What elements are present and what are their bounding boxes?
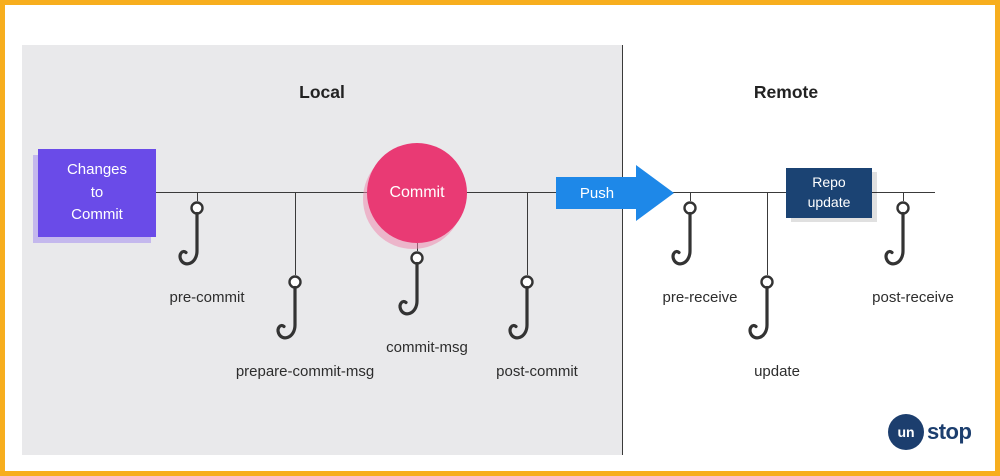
- hook-dropline: [416, 243, 418, 251]
- hook-label: commit-msg: [386, 339, 468, 356]
- changes-to-commit-box: Changes to Commit: [38, 149, 156, 237]
- unstop-logo-prefix: un: [897, 424, 915, 440]
- local-remote-divider: [622, 45, 623, 455]
- hook-dropline: [196, 193, 198, 201]
- hook-eyelet: [288, 275, 302, 289]
- hook-curve: [884, 211, 905, 266]
- hook-label: post-commit: [496, 363, 578, 380]
- hook-icon: [178, 201, 204, 266]
- hook-curve: [276, 285, 297, 340]
- hook-icon: [508, 275, 534, 340]
- hook-icon: [398, 251, 424, 316]
- hook-post-commit: post-commit: [496, 193, 578, 380]
- hook-label: prepare-commit-msg: [235, 363, 375, 380]
- hook-curve: [671, 211, 692, 266]
- hook-label: post-receive: [872, 289, 954, 306]
- push-arrow-shape: [556, 165, 674, 221]
- hook-curve: [178, 211, 199, 266]
- hook-curve: [748, 285, 769, 340]
- hook-eyelet: [683, 201, 697, 215]
- hook-icon: [671, 201, 697, 266]
- hook-pre-receive: pre-receive: [662, 193, 738, 306]
- unstop-logo-text: stop: [927, 419, 972, 444]
- hook-update: update: [745, 193, 800, 380]
- local-section-panel: [22, 45, 622, 455]
- hook-dropline: [766, 193, 768, 275]
- hook-dropline: [294, 193, 296, 275]
- hook-eyelet: [190, 201, 204, 215]
- hook-dropline: [902, 193, 904, 201]
- unstop-logo-circle: un: [888, 414, 924, 450]
- hook-label: pre-receive: [662, 289, 738, 306]
- hook-curve: [398, 261, 419, 316]
- hook-eyelet: [410, 251, 424, 265]
- hook-eyelet: [520, 275, 534, 289]
- hook-prepare-commit-msg: prepare-commit-msg: [236, 193, 374, 380]
- section-title-remote: Remote: [753, 82, 819, 102]
- hook-dropline: [526, 193, 528, 275]
- hook-icon: [748, 275, 774, 340]
- hook-icon: [884, 201, 910, 266]
- hook-label: pre-commit: [169, 289, 245, 306]
- hook-dropline: [689, 193, 691, 201]
- push-arrow: Push: [556, 165, 674, 221]
- push-label: Push: [579, 184, 615, 202]
- hook-pre-commit: pre-commit: [170, 193, 245, 306]
- hook-commit-msg: commit-msg: [386, 243, 468, 356]
- hook-curve: [508, 285, 529, 340]
- hook-icon: [276, 275, 302, 340]
- hook-eyelet: [896, 201, 910, 215]
- section-title-local: Local: [299, 82, 345, 102]
- repo-update-box: Repo update: [786, 168, 872, 218]
- hook-post-receive: post-receive: [872, 193, 954, 306]
- commit-circle: Commit: [367, 143, 467, 243]
- hook-eyelet: [760, 275, 774, 289]
- unstop-logo: un stop: [888, 414, 972, 450]
- commit-flow-line: [155, 192, 935, 193]
- hook-label: update: [754, 363, 800, 380]
